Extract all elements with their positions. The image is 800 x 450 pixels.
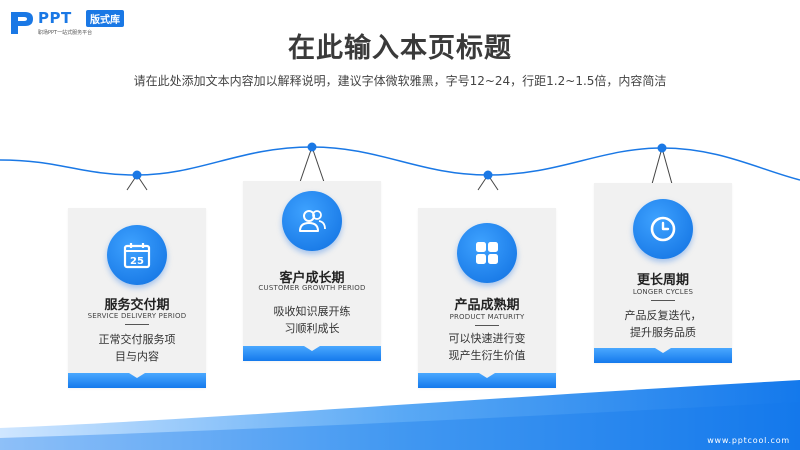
clock-icon <box>650 216 676 242</box>
card-divider <box>651 300 675 301</box>
card-notch <box>129 373 145 378</box>
card-subtitle-en: LONGER CYCLES <box>632 288 694 296</box>
page-title[interactable]: 在此输入本页标题 <box>288 33 512 64</box>
card-desc-line: 目与内容 <box>115 350 159 363</box>
card-notch <box>479 373 495 378</box>
pin-4 <box>651 143 673 185</box>
card-accent-bar <box>68 373 206 388</box>
card-desc-line: 现产生衍生价值 <box>448 349 526 362</box>
card-divider <box>125 324 149 325</box>
users-icon <box>299 210 326 232</box>
card-title: 产品成熟期 <box>454 298 520 313</box>
card-accent-bar <box>594 348 732 363</box>
pin-3 <box>477 170 499 191</box>
card-desc-line: 正常交付服务项 <box>98 333 176 346</box>
card-notch <box>304 346 320 351</box>
card-icon-circle: 25 <box>107 225 167 285</box>
card-desc-line: 提升服务品质 <box>630 326 696 339</box>
card-desc-line: 产品反复迭代， <box>624 309 702 322</box>
card-icon-circle <box>457 223 517 283</box>
bottom-swoosh <box>0 380 800 450</box>
card-service-delivery[interactable]: 25 服务交付期 SERVICE DELIVERY PERIOD 正常交付服务项… <box>68 208 206 388</box>
card-description: 产品反复迭代， 提升服务品质 <box>604 307 722 341</box>
card-icon-circle <box>633 199 693 259</box>
pin-2 <box>299 142 325 183</box>
card-accent-bar <box>418 373 556 388</box>
calendar-icon: 25 <box>123 243 151 269</box>
card-product-maturity[interactable]: 产品成熟期 PRODUCT MATURITY 可以快速进行变 现产生衍生价值 <box>418 208 556 388</box>
page-subtitle[interactable]: 请在此处添加文本内容加以解释说明，建议字体微软雅黑，字号12~24，行距1.2~… <box>133 74 667 88</box>
card-icon-circle <box>282 191 342 251</box>
card-customer-growth[interactable]: 客户成长期 CUSTOMER GROWTH PERIOD 吸收知识展开练 习顺利… <box>243 181 381 361</box>
card-notch <box>655 348 671 353</box>
card-title: 服务交付期 <box>104 298 170 313</box>
card-subtitle-en: SERVICE DELIVERY PERIOD <box>87 312 187 320</box>
footer-url[interactable]: www.pptcool.com <box>707 436 790 445</box>
card-desc-line: 吸收知识展开练 <box>273 305 351 318</box>
card-accent-bar <box>243 346 381 361</box>
card-desc-line: 习顺利成长 <box>284 322 340 335</box>
card-description: 可以快速进行变 现产生衍生价值 <box>428 330 546 364</box>
logo-brand-text: PPT <box>38 9 72 27</box>
card-desc-line: 可以快速进行变 <box>448 332 526 345</box>
logo-tagline: 职场PPT一站式服务平台 <box>38 30 93 36</box>
calendar-day-number: 25 <box>130 256 144 267</box>
pin-1 <box>126 170 148 191</box>
card-divider <box>475 325 499 326</box>
timeline-wave <box>0 142 800 191</box>
brand-logo: PPT 版式库 职场PPT一站式服务平台 <box>8 6 148 40</box>
logo-p-icon <box>11 12 33 34</box>
card-longer-cycles[interactable]: 更长周期 LONGER CYCLES 产品反复迭代， 提升服务品质 <box>594 183 732 363</box>
card-subtitle-en: PRODUCT MATURITY <box>449 313 525 321</box>
grid-icon <box>476 242 498 264</box>
card-title: 客户成长期 <box>279 271 345 286</box>
card-title: 更长周期 <box>636 273 689 288</box>
card-description: 正常交付服务项 目与内容 <box>78 331 196 365</box>
card-subtitle-en: CUSTOMER GROWTH PERIOD <box>258 284 366 292</box>
card-description: 吸收知识展开练 习顺利成长 <box>253 303 371 337</box>
logo-badge: 版式库 <box>86 10 124 27</box>
